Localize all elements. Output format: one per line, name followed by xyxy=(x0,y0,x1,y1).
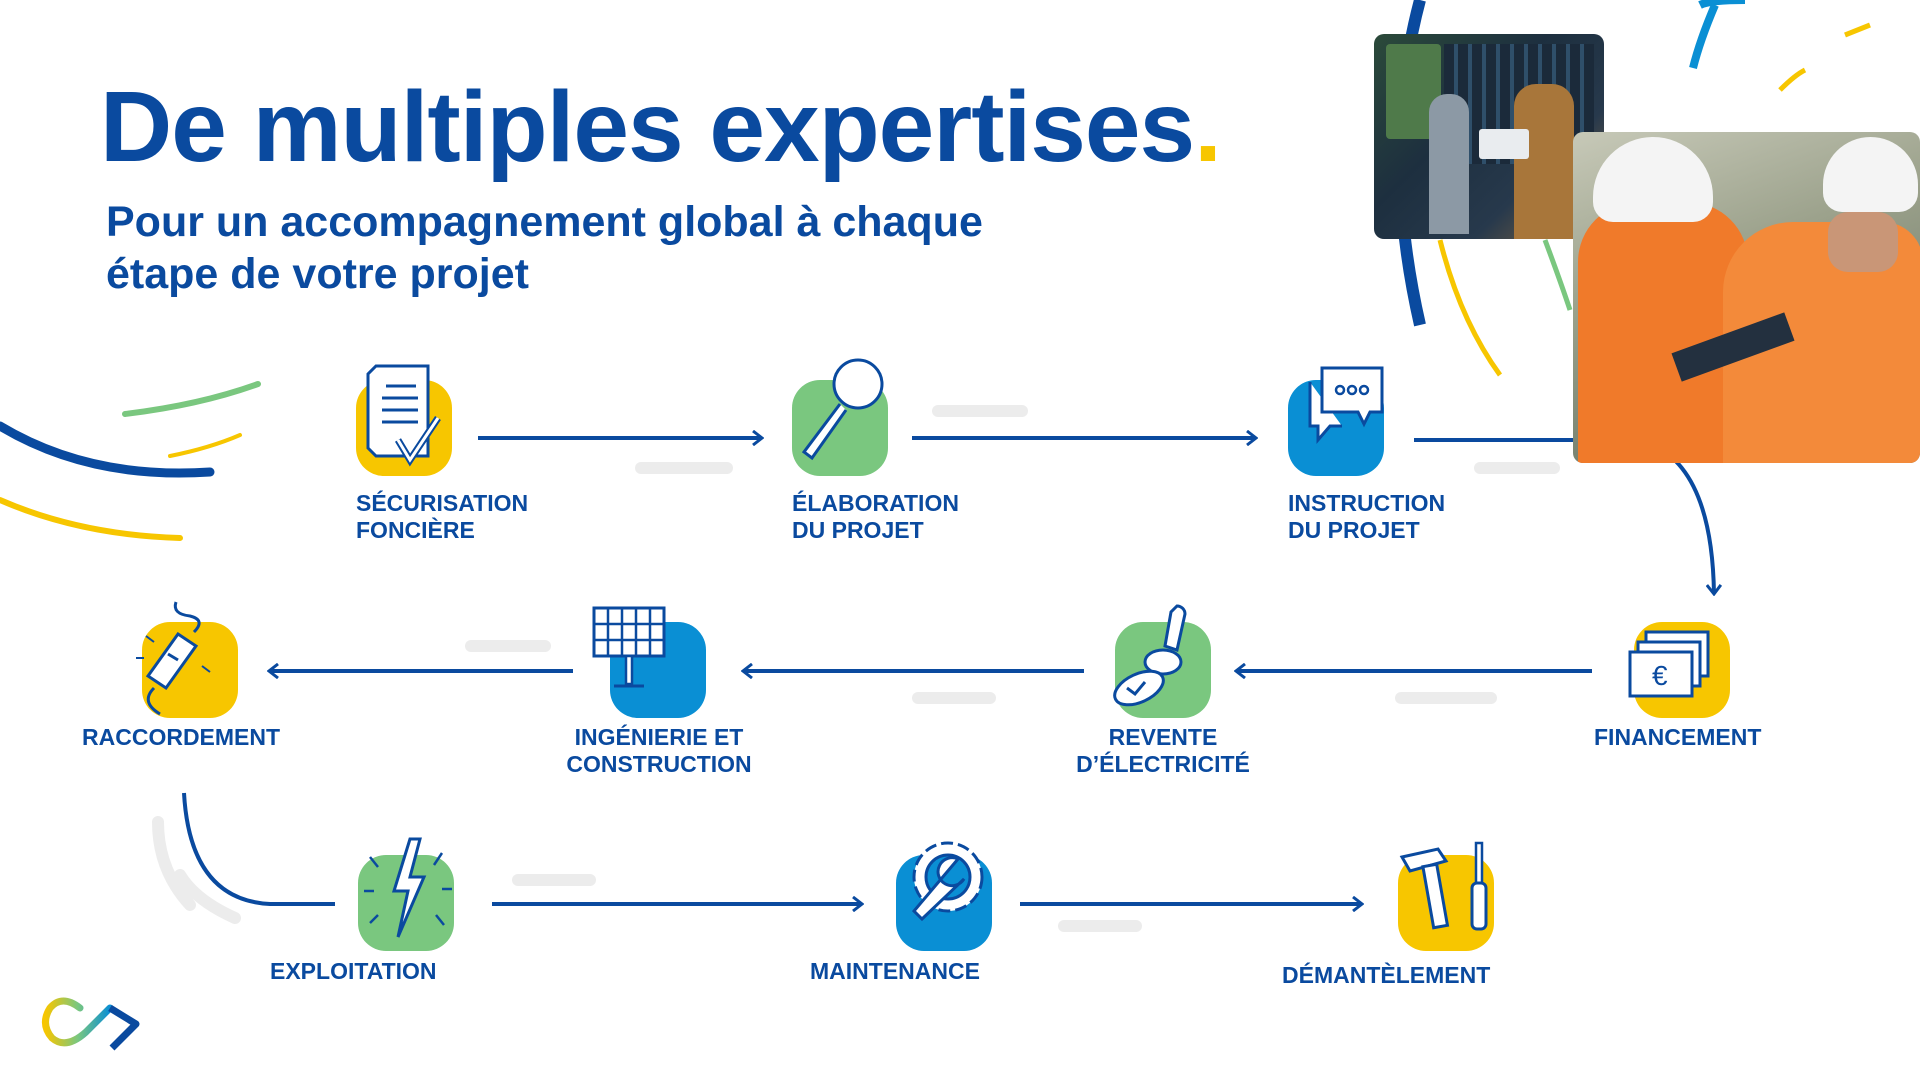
lightning-icon xyxy=(358,837,454,951)
step-label: RACCORDEMENT xyxy=(82,724,280,751)
speech-bubbles-icon xyxy=(1288,366,1384,476)
label-line-1: REVENTE xyxy=(1108,724,1218,750)
title-text: De multiples expertises xyxy=(100,71,1195,183)
label-line-1: INGÉNIERIE ET xyxy=(574,724,744,750)
arrow-7-8 xyxy=(182,792,335,906)
label-line-1: MAINTENANCE xyxy=(810,958,980,984)
step-label: FINANCEMENT xyxy=(1594,724,1761,751)
label-line-2: DU PROJET xyxy=(792,517,924,543)
euro-banknotes-icon: € xyxy=(1628,622,1730,718)
label-line-1: ÉLABORATION xyxy=(792,490,959,516)
photo-control-room xyxy=(1374,34,1604,239)
gear-wrench-icon xyxy=(896,841,992,951)
hammer-screwdriver-icon xyxy=(1398,841,1494,951)
brand-logo-icon xyxy=(42,997,140,1051)
label-line-1: RACCORDEMENT xyxy=(82,724,281,750)
page-title: De multiples expertises. xyxy=(100,70,1222,185)
magnifier-icon xyxy=(792,358,888,476)
step-label: EXPLOITATION xyxy=(270,958,437,985)
label-line-2: D’ÉLECTRICITÉ xyxy=(1076,751,1250,777)
document-check-icon xyxy=(356,364,452,476)
label-line-1: DÉMANTÈLEMENT xyxy=(1282,962,1491,988)
svg-text:€: € xyxy=(1652,660,1668,691)
label-line-1: INSTRUCTION xyxy=(1288,490,1446,516)
title-dot: . xyxy=(1194,71,1222,183)
step-label: MAINTENANCE xyxy=(810,958,980,985)
step-label: DÉMANTÈLEMENT xyxy=(1282,962,1490,989)
label-line-1: EXPLOITATION xyxy=(270,958,437,984)
subtitle-line-2: étape de votre projet xyxy=(106,250,529,298)
solar-panel-icon xyxy=(592,606,706,718)
label-line-1: FINANCEMENT xyxy=(1594,724,1762,750)
label-line-2: FONCIÈRE xyxy=(356,517,475,543)
label-line-2: DU PROJET xyxy=(1288,517,1420,543)
arrow-3-4 xyxy=(1414,438,1714,594)
stamp-icon xyxy=(1113,604,1211,718)
subtitle-line-1: Pour un accompagnement global à chaque xyxy=(106,198,983,246)
label-line-2: CONSTRUCTION xyxy=(566,751,752,777)
photo-technicians xyxy=(1573,132,1920,463)
cable-connector-icon xyxy=(136,601,238,718)
label-line-1: SÉCURISATION xyxy=(356,490,529,516)
